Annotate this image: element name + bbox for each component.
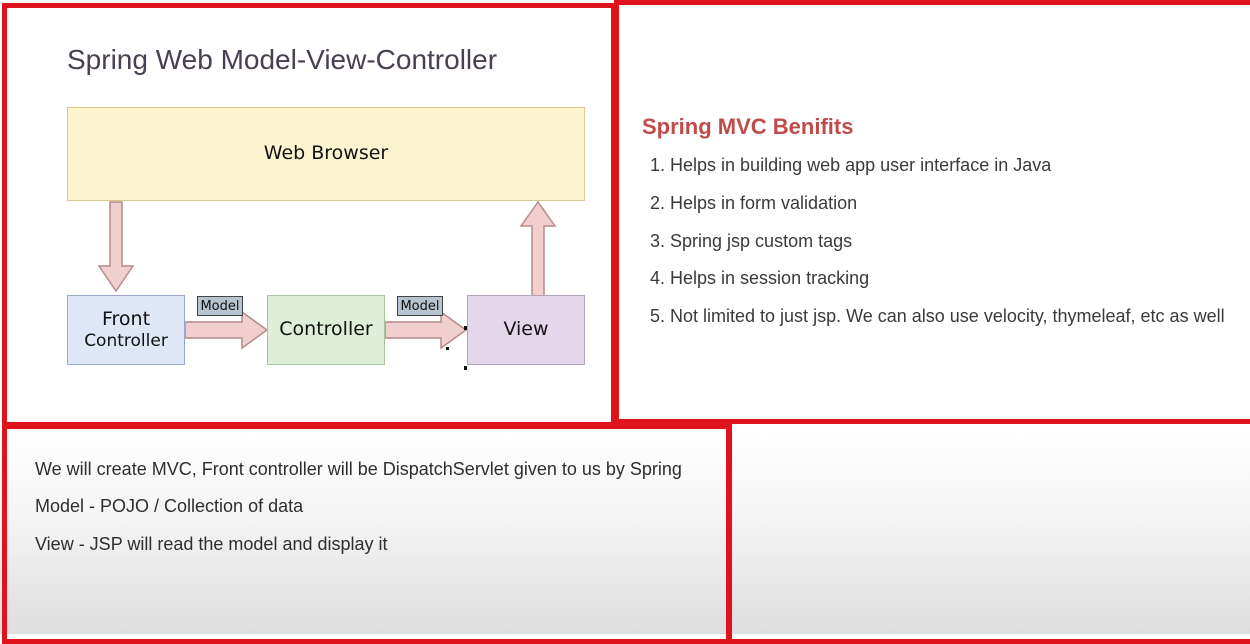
note-line: Model - POJO / Collection of data — [35, 496, 304, 516]
benefits-title: Spring MVC Benifits — [642, 114, 854, 139]
front-controller-label-line2: Controller — [84, 331, 168, 352]
note-line: We will create MVC, Front controller wil… — [35, 459, 682, 479]
arrow-controller-to-view — [384, 310, 468, 350]
controller-box: Controller — [267, 295, 385, 365]
benefit-item: 1. Helps in building web app user interf… — [650, 155, 1052, 175]
lower-background — [0, 426, 1250, 634]
stray-mark — [464, 366, 467, 370]
stray-mark — [464, 326, 467, 330]
controller-label: Controller — [279, 318, 373, 341]
diagram-title: Spring Web Model-View-Controller — [67, 44, 498, 75]
web-browser-label: Web Browser — [263, 142, 389, 165]
benefit-item: 3. Spring jsp custom tags — [650, 231, 853, 251]
diagram-frame — [2, 3, 616, 427]
benefit-item: 4. Helps in session tracking — [650, 268, 870, 288]
benefit-item: 2. Helps in form validation — [650, 193, 858, 213]
view-box: View — [467, 295, 585, 365]
empty-frame — [727, 419, 1250, 644]
front-controller-box: Front Controller — [67, 295, 185, 365]
model-tag: Model — [397, 296, 443, 316]
model-tag: Model — [197, 296, 243, 316]
benefit-item: 5. Not limited to just jsp. We can also … — [650, 306, 1225, 326]
stray-mark — [446, 347, 449, 350]
web-browser-box: Web Browser — [67, 107, 585, 201]
front-controller-label-line1: Front — [101, 307, 151, 330]
notes-frame — [2, 424, 731, 644]
arrow-front-to-controller — [184, 310, 269, 350]
view-label: View — [503, 318, 549, 341]
note-line: View - JSP will read the model and displ… — [35, 534, 388, 554]
arrow-view-to-browser — [519, 200, 557, 297]
arrow-browser-to-front-controller — [97, 201, 135, 293]
benefits-frame — [614, 0, 1250, 424]
